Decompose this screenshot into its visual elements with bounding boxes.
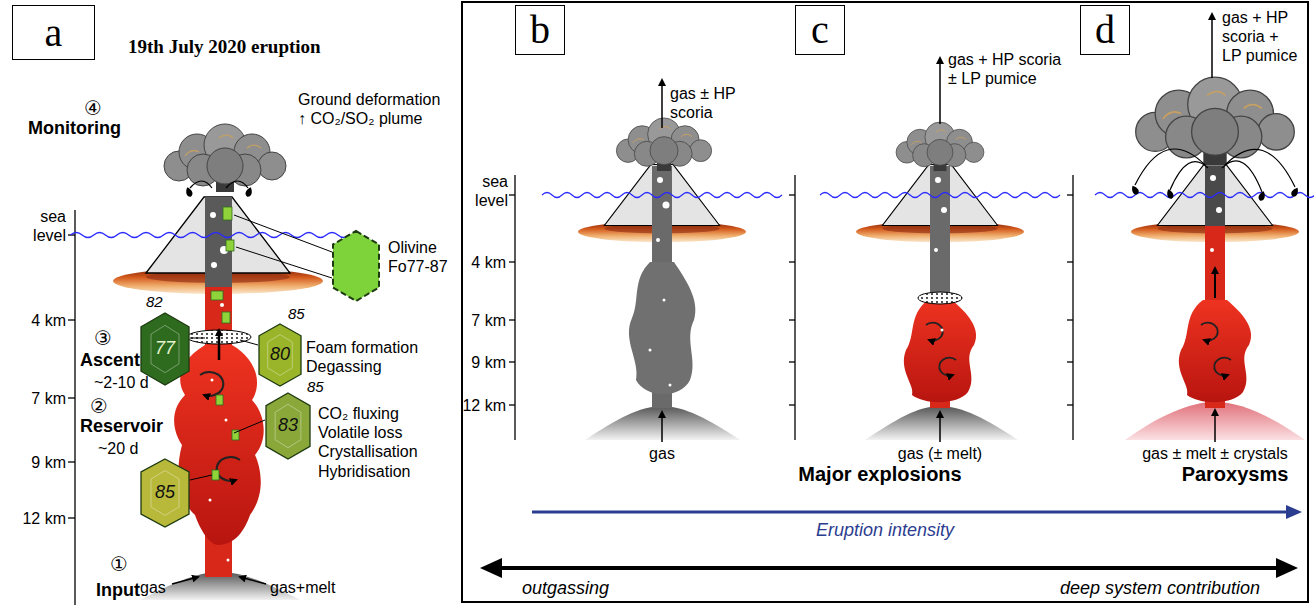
annotation: gas ± HP scoria <box>670 84 760 122</box>
annotation: CO₂ fluxing Volatile loss Crystallisatio… <box>318 404 443 481</box>
panel-letter: d <box>1095 10 1115 50</box>
annotation: Eruption intensity <box>816 520 954 542</box>
annotation: Reservoir <box>80 416 163 438</box>
annotation: Input <box>96 580 140 602</box>
depth-label: 7 km <box>31 389 66 408</box>
crystal-number: 80 <box>258 344 302 365</box>
depth-label: 7 km <box>471 311 506 330</box>
annotation: Ascent <box>80 350 140 372</box>
panel-letter: a <box>45 13 63 53</box>
annotation: Ground deformation ↑ CO₂/SO₂ plume <box>298 90 450 128</box>
crystal-outline <box>259 324 301 386</box>
annotation: gas <box>140 578 166 597</box>
crystal-number: 85 <box>140 482 190 503</box>
annotation: gas <box>649 444 675 463</box>
crystal-label: 82 <box>146 293 186 311</box>
step-number: ② <box>90 394 108 418</box>
depth-label: 4 km <box>31 311 66 330</box>
depth-label: 12 km <box>462 396 506 415</box>
annotation: gas+melt <box>270 578 335 597</box>
step-number: ③ <box>94 326 112 350</box>
panel-letter: c <box>811 10 829 50</box>
panel-letter-box: b <box>515 5 565 55</box>
depth-label: 9 km <box>31 453 66 472</box>
step-number: ④ <box>84 96 102 120</box>
olivine-crystal-node: 85 <box>140 458 190 528</box>
crystal-number: 83 <box>265 415 311 436</box>
olivine-crystal-node: Olivine Fo77-87 <box>332 230 380 302</box>
crystal-outline <box>333 231 379 301</box>
olivine-crystal-node: 8583 <box>265 392 311 460</box>
annotation: ~20 d <box>98 439 138 458</box>
panel-letter-box: c <box>795 5 845 55</box>
panel-letter-box: d <box>1080 5 1130 55</box>
annotation: gas + HP scoria ± LP pumice <box>948 50 1066 88</box>
annotation: Paroxysms <box>1182 462 1289 486</box>
annotation: Monitoring <box>28 118 121 140</box>
depth-label: sea level <box>462 172 508 210</box>
crystal-number: 77 <box>140 338 190 359</box>
depth-label: 9 km <box>471 353 506 372</box>
olivine-crystal-node: 8580 <box>258 323 302 387</box>
crystal-outline <box>266 393 310 459</box>
annotation: Major explosions <box>798 462 961 486</box>
crystal-label: 85 <box>307 378 347 396</box>
step-number: ① <box>110 552 128 576</box>
annotation: ~2-10 d <box>94 373 149 392</box>
crystal-label: Olivine Fo77-87 <box>388 238 463 276</box>
annotation: Foam formation Degassing <box>306 338 431 376</box>
annotation: gas ± melt ± crystals <box>1142 444 1288 463</box>
crystal-label: 85 <box>288 305 328 323</box>
figure-title: 19th July 2020 eruption <box>128 36 321 58</box>
annotation: gas + HP scoria + LP pumice <box>1222 8 1302 66</box>
depth-label: 12 km <box>22 509 66 528</box>
depth-label: sea level <box>18 207 66 245</box>
panel-letter-box: a <box>12 5 95 60</box>
panel-letter: b <box>530 10 550 50</box>
annotation: deep system contribution <box>1060 578 1260 600</box>
olivine-crystal <box>332 230 380 302</box>
annotation: outgassing <box>522 578 609 600</box>
crystal-outline <box>141 459 189 527</box>
annotation: gas (± melt) <box>898 444 982 463</box>
depth-label: 4 km <box>471 253 506 272</box>
